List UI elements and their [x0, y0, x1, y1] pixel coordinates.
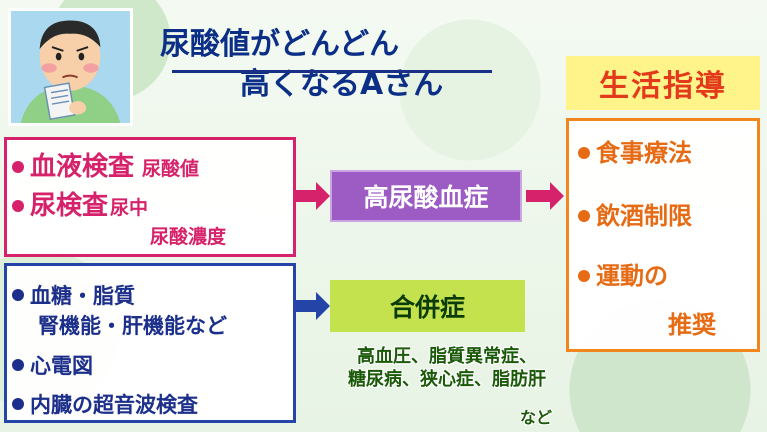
lifestyle-guidance-box	[566, 118, 760, 352]
uric-acid-level-label: 尿酸値	[142, 158, 200, 180]
uric-acid-concentration-label: 尿酸濃度	[150, 226, 227, 248]
exercise-label-line-1: 運動の	[596, 262, 668, 290]
urine-test-item: 尿検査 尿中	[12, 185, 148, 222]
diet-therapy-item: 食事療法	[578, 133, 692, 168]
arrow-right-icon-pink-1	[296, 182, 330, 210]
urine-test-label: 尿検査	[30, 191, 109, 221]
lifestyle-guidance-header: 生活指導	[566, 56, 760, 110]
complication-list-line-2: 糖尿病、狭心症、脂肪肝	[348, 369, 546, 390]
ultrasound-item: 内臓の超音波検査	[12, 389, 198, 419]
ecg-label: 心電図	[30, 354, 93, 378]
exercise-label-line-2: 推奨	[668, 311, 716, 339]
title-underline	[172, 70, 492, 73]
blood-urine-test-box	[4, 137, 296, 257]
bullet-icon	[12, 289, 24, 301]
kidney-liver-function-label: 腎機能・肝機能など	[38, 314, 227, 338]
complication-list: 高血圧、脂質異常症、 糖尿病、狭心症、脂肪肝	[328, 345, 566, 391]
exercise-item: 運動の	[578, 256, 668, 291]
diet-therapy-label: 食事療法	[596, 139, 692, 167]
page-title: 尿酸値がどんどん 高くなるAさん	[160, 25, 495, 105]
complication-list-etc: など	[520, 408, 553, 427]
complications-label: 合併症	[330, 280, 525, 332]
title-line-1: 尿酸値がどんどん	[160, 27, 400, 62]
man-icon	[11, 11, 130, 123]
blood-test-item: 血液検査 尿酸値	[12, 146, 199, 183]
blood-sugar-lipid-label: 血糖・脂質	[30, 284, 135, 308]
bullet-icon	[12, 398, 24, 410]
worried-man-illustration	[8, 8, 133, 126]
bullet-icon	[578, 147, 590, 159]
alcohol-limit-label: 飲酒制限	[596, 202, 692, 230]
urine-in-label: 尿中	[110, 197, 149, 219]
alcohol-limit-item: 飲酒制限	[578, 196, 692, 231]
ecg-item: 心電図	[12, 350, 93, 380]
arrow-right-icon-pink-2	[526, 182, 564, 210]
other-tests-box	[4, 263, 296, 423]
blood-sugar-lipid-item: 血糖・脂質	[12, 280, 135, 310]
ultrasound-label: 内臓の超音波検査	[30, 393, 198, 417]
complication-list-line-1: 高血圧、脂質異常症、	[357, 346, 537, 367]
hyperuricemia-label: 高尿酸血症	[330, 170, 522, 222]
bullet-icon	[12, 200, 24, 212]
blood-test-label: 血液検査	[30, 152, 135, 182]
bullet-icon	[12, 359, 24, 371]
arrow-right-icon-blue	[296, 292, 330, 320]
bullet-icon	[12, 161, 24, 173]
bullet-icon	[578, 270, 590, 282]
bullet-icon	[578, 210, 590, 222]
